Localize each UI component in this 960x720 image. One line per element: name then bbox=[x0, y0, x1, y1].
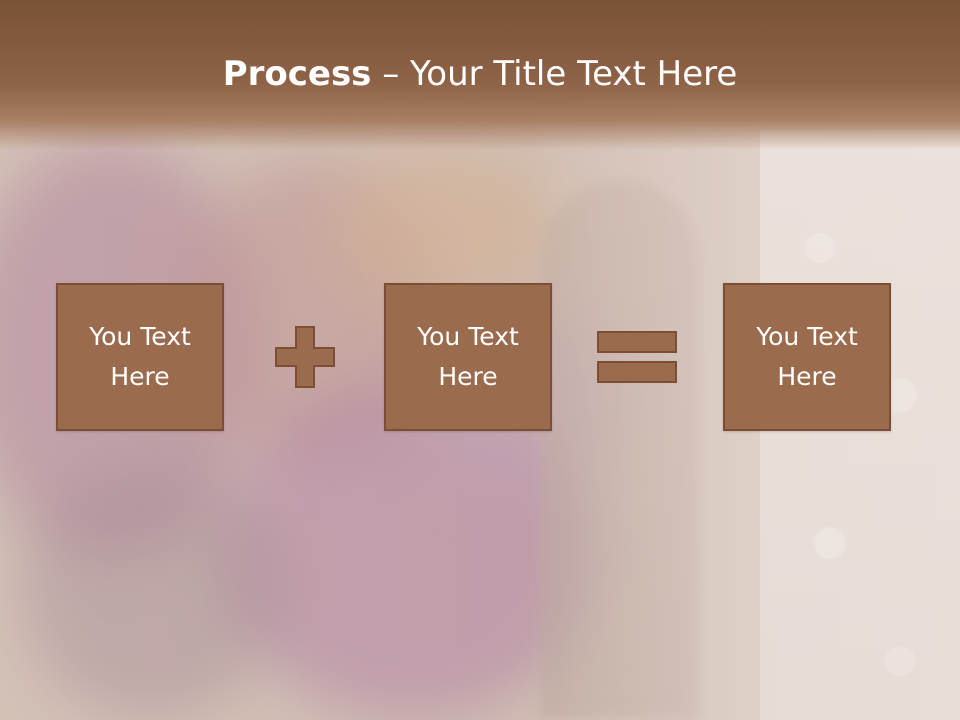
slide-title: Process – Your Title Text Here bbox=[0, 52, 960, 96]
process-box-3[interactable]: You Text Here bbox=[723, 283, 891, 431]
equals-sign-icon bbox=[597, 331, 677, 383]
title-bar bbox=[0, 0, 960, 150]
process-box-1[interactable]: You Text Here bbox=[56, 283, 224, 431]
title-bold: Process bbox=[222, 54, 372, 94]
title-rest: – Your Title Text Here bbox=[371, 54, 738, 94]
plus-sign-icon bbox=[275, 326, 335, 388]
process-box-2[interactable]: You Text Here bbox=[384, 283, 552, 431]
